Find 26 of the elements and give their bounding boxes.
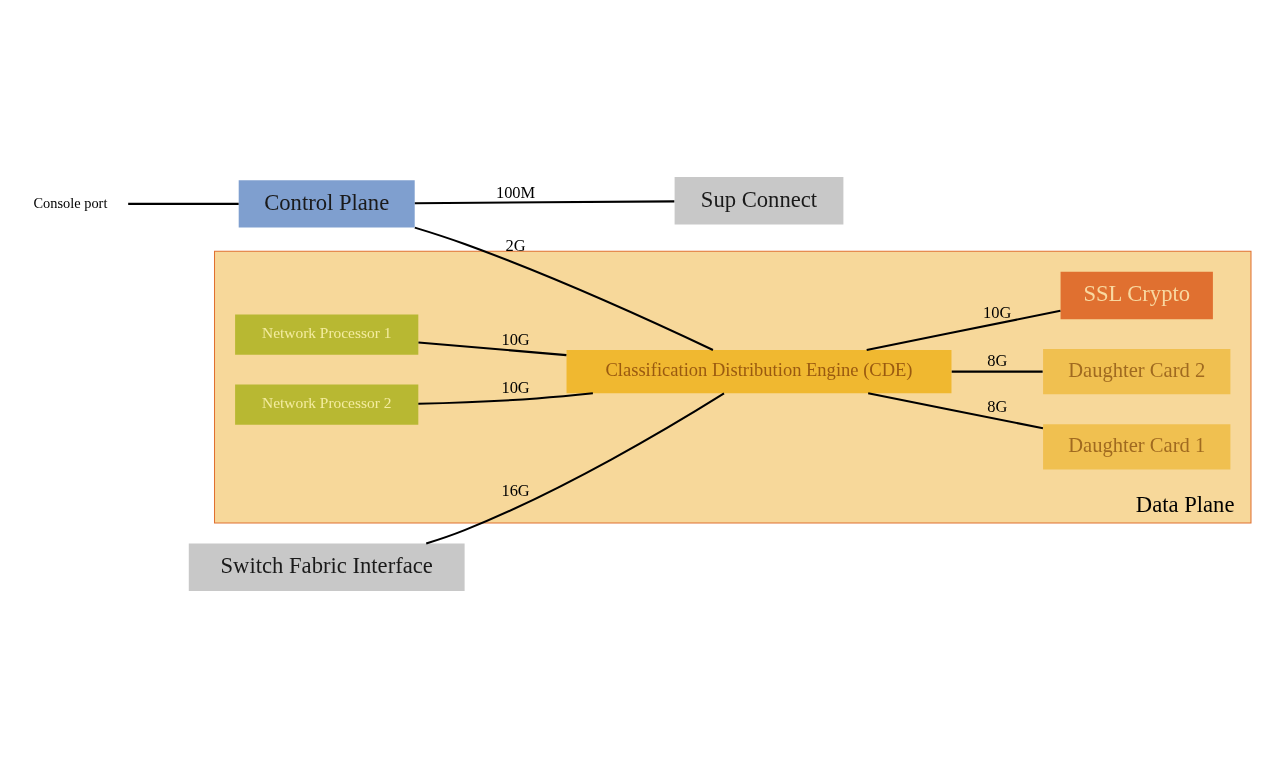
connector — [418, 391, 593, 405]
node-box: Network Processor 1 — [235, 314, 419, 355]
edge-label: 16G — [501, 480, 530, 500]
connector — [128, 202, 239, 205]
node-box: Switch Fabric Interface — [188, 543, 465, 591]
connector — [867, 391, 1044, 429]
node-box: Sup Connect — [674, 176, 844, 224]
connector — [425, 392, 725, 544]
node-text: Console port — [33, 194, 108, 211]
edge-label: 8G — [987, 396, 1008, 416]
edge-label: 8G — [987, 350, 1008, 370]
connector — [951, 370, 1043, 373]
edge-label: 10G — [983, 302, 1012, 322]
node-box: Control Plane — [238, 179, 415, 228]
node-box: Daughter Card 1 — [1043, 423, 1231, 469]
connector — [418, 340, 567, 356]
node-box: Daughter Card 2 — [1043, 348, 1231, 394]
connector — [866, 309, 1061, 351]
edge-label: 10G — [501, 329, 530, 349]
connector — [414, 226, 714, 351]
edge-label: 100M — [495, 182, 536, 201]
edge-label: 10G — [501, 377, 530, 397]
node-box: SSL Crypto — [1060, 271, 1213, 319]
connector — [414, 199, 675, 204]
node-box: Network Processor 2 — [235, 384, 419, 425]
node-box: Classification Distribution Engine (CDE) — [566, 349, 952, 393]
